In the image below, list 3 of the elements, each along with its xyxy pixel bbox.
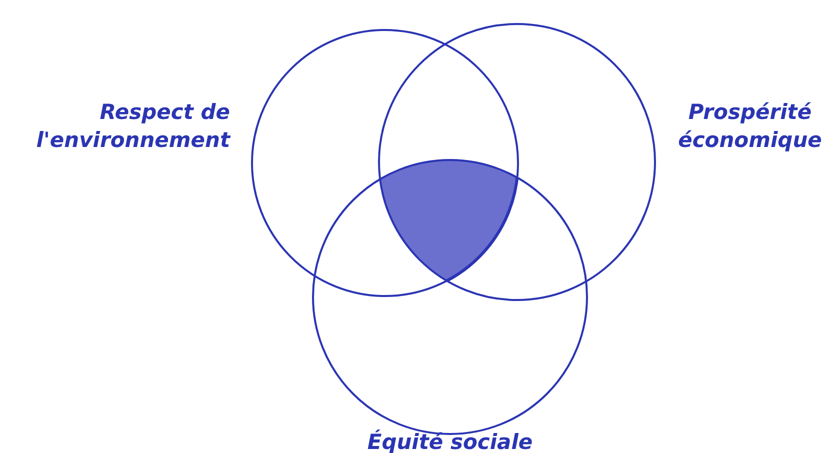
circle-label: Respect de l'environnement xyxy=(35,99,230,154)
circle-label: Équité sociale xyxy=(366,428,534,453)
circle-label: Prospérité économique xyxy=(677,99,823,154)
